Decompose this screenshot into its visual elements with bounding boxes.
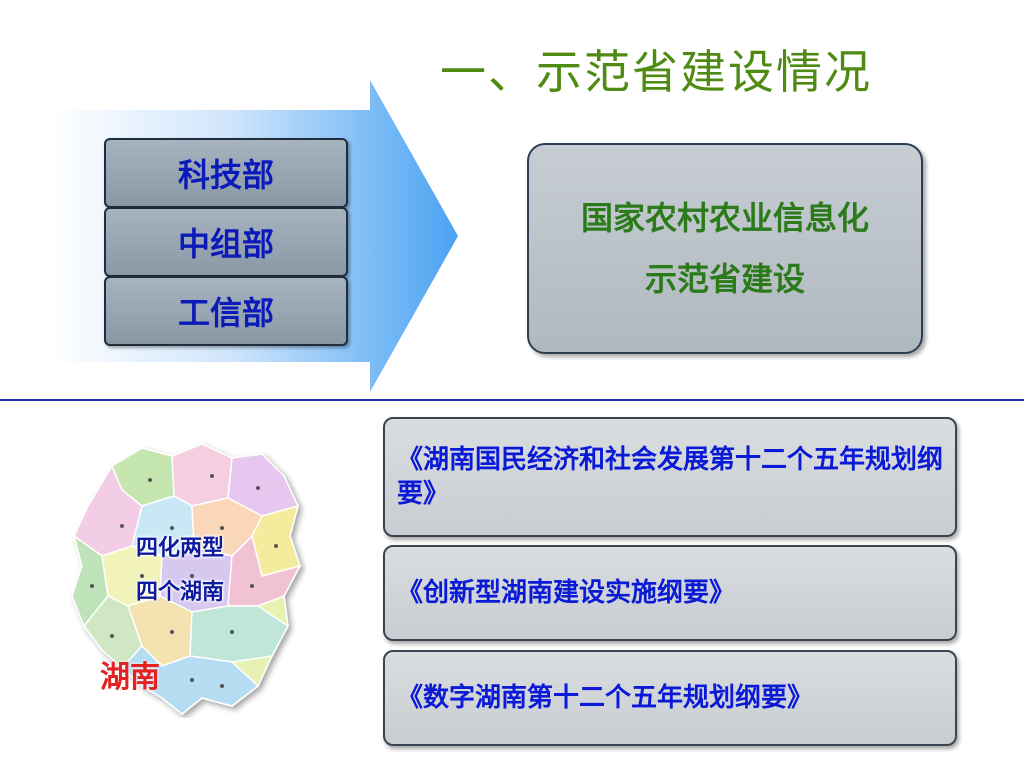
document-title-1: 《湖南国民经济和社会发展第十二个五年规划纲要》 xyxy=(397,444,944,509)
demo-province-box: 国家农村农业信息化 示范省建设 xyxy=(527,143,923,354)
document-box-2: 《创新型湖南建设实施纲要》 xyxy=(383,545,957,641)
ministry-box-2: 中组部 xyxy=(104,207,348,277)
ministry-box-3: 工信部 xyxy=(104,276,348,346)
document-title-3: 《数字湖南第十二个五年规划纲要》 xyxy=(397,682,814,713)
section-divider xyxy=(0,399,1024,401)
ministry-box-1: 科技部 xyxy=(104,138,348,208)
demo-province-line-1: 国家农村农业信息化 xyxy=(580,198,869,237)
document-title-2: 《创新型湖南建设实施纲要》 xyxy=(397,577,736,608)
demo-province-line-2: 示范省建设 xyxy=(644,259,805,298)
hunan-map-image xyxy=(71,443,302,715)
document-box-1: 《湖南国民经济和社会发展第十二个五年规划纲要》 xyxy=(383,417,957,537)
map-label-1: 四化两型 xyxy=(136,536,225,561)
province-label: 湖南 xyxy=(100,660,160,695)
map-label-2: 四个湖南 xyxy=(136,580,225,605)
slide-title: 一、示范省建设情况 xyxy=(440,45,872,99)
document-box-3: 《数字湖南第十二个五年规划纲要》 xyxy=(383,650,957,746)
